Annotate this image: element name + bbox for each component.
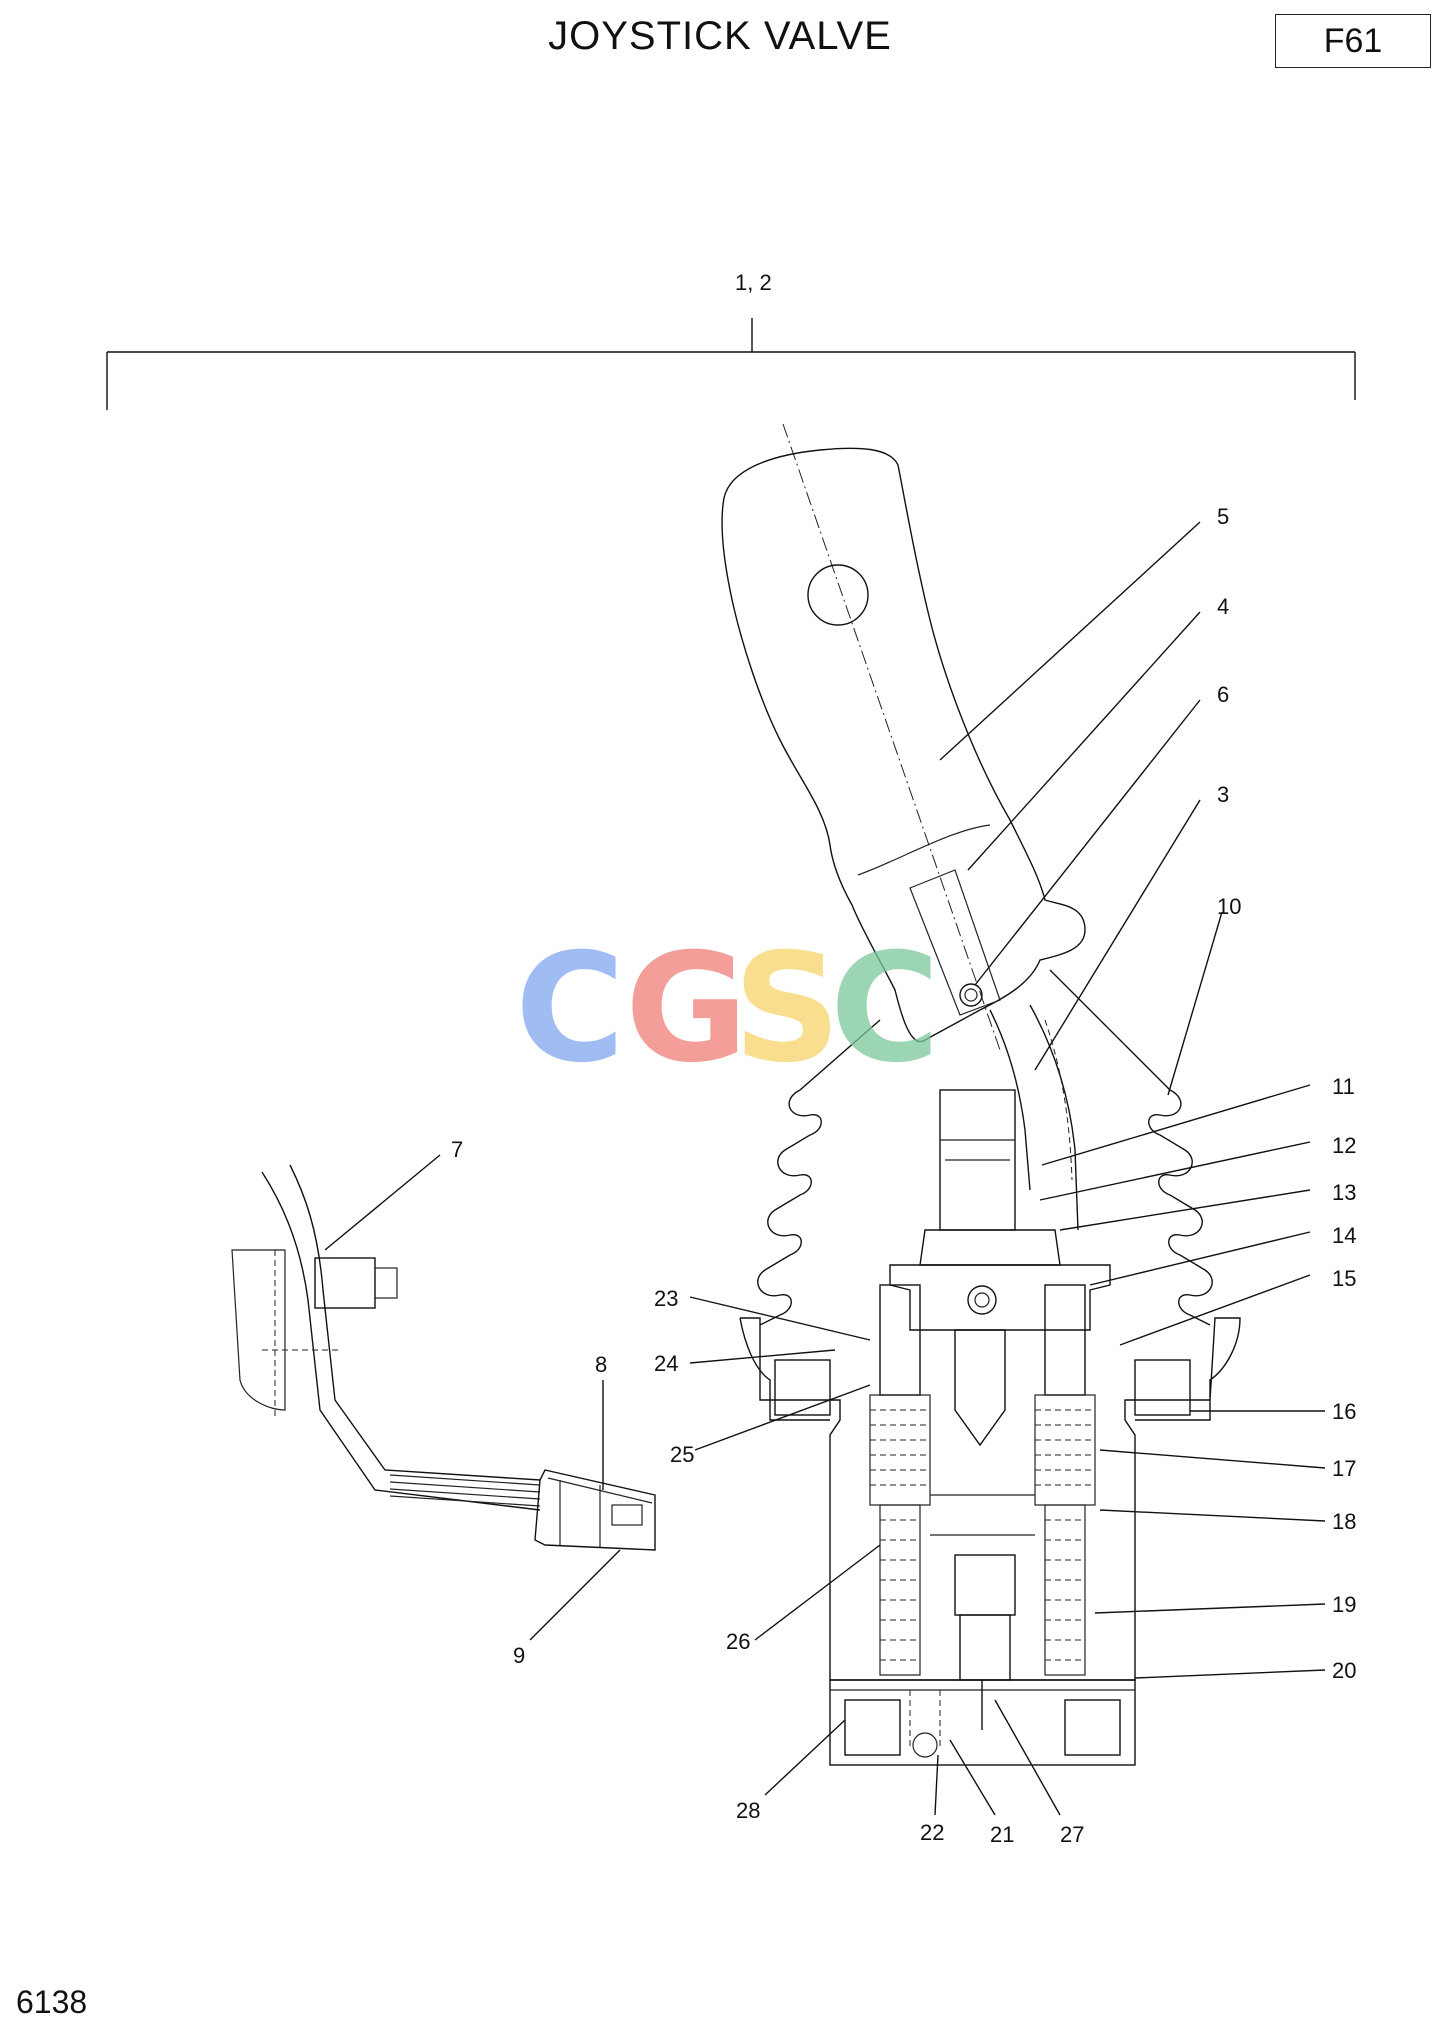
callout-25: 25 (670, 1442, 694, 1467)
callout-4: 4 (1217, 594, 1229, 619)
rubber-boot (757, 969, 1213, 1326)
assembly-bracket (106, 318, 1356, 410)
joystick-handle (721, 423, 1086, 1051)
callout-19: 19 (1332, 1592, 1356, 1617)
callout-21: 21 (990, 1822, 1014, 1847)
watermark-letter-1: C (515, 922, 625, 1096)
callout-15: 15 (1332, 1266, 1356, 1291)
callout-8: 8 (595, 1352, 607, 1377)
callout-24: 24 (654, 1351, 678, 1376)
watermark-letter-3: S (733, 922, 841, 1096)
callout-10: 10 (1217, 894, 1241, 919)
callout-26: 26 (726, 1629, 750, 1654)
callout-18: 18 (1332, 1509, 1356, 1534)
callout-7: 7 (451, 1137, 463, 1162)
callout-3: 3 (1217, 782, 1229, 807)
page-code-box: F61 (1275, 14, 1431, 68)
callout-13: 13 (1332, 1180, 1356, 1205)
callout-23: 23 (654, 1286, 678, 1311)
callout-22: 22 (920, 1820, 944, 1845)
document-number: 6138 (16, 1984, 88, 2020)
callout-14: 14 (1332, 1223, 1356, 1248)
callout-16: 16 (1332, 1399, 1356, 1424)
watermark-letter-4: C (830, 922, 940, 1096)
callout-11: 11 (1332, 1074, 1355, 1099)
callout-5: 5 (1217, 504, 1229, 529)
shaft (989, 1004, 1079, 1231)
watermark-letter-2: G (625, 922, 748, 1096)
valve-body (739, 1089, 1241, 1766)
callout-6: 6 (1217, 682, 1229, 707)
page-title: JOYSTICK VALVE (548, 14, 892, 58)
callout-20: 20 (1332, 1658, 1356, 1683)
callout-12: 12 (1332, 1133, 1356, 1158)
page-code: F61 (1323, 21, 1383, 60)
callout-assembly: 1, 2 (735, 270, 772, 295)
callout-27: 27 (1060, 1822, 1084, 1847)
callout-labels: 1, 2 5 4 6 3 10 11 12 13 14 15 16 17 18 … (451, 270, 1356, 1847)
callout-28: 28 (736, 1798, 760, 1823)
callout-17: 17 (1332, 1456, 1356, 1481)
leader-lines (324, 521, 1326, 1816)
switch-harness (231, 1164, 656, 1551)
watermark: C G S C (515, 922, 940, 1096)
callout-9: 9 (513, 1643, 525, 1668)
